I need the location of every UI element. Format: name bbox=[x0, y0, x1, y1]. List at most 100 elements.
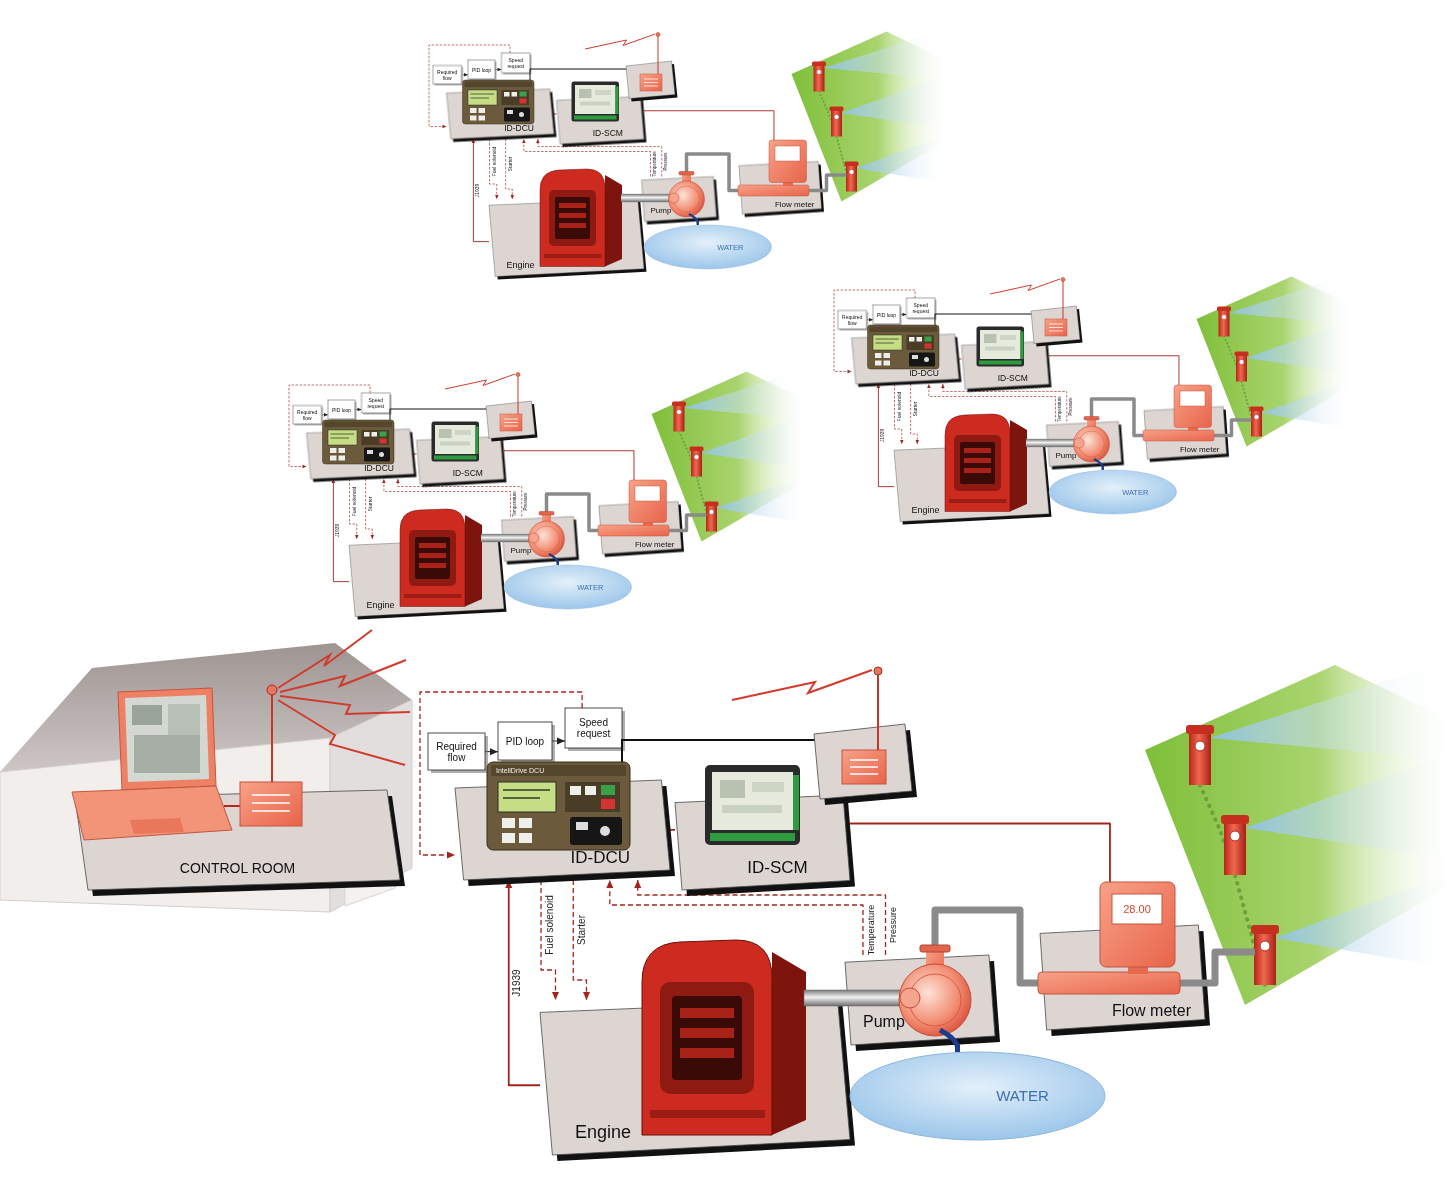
node-label: ID-DCU bbox=[364, 464, 394, 473]
connector bbox=[332, 479, 349, 582]
signal-label: Pressure bbox=[663, 152, 668, 170]
text-area: Flow meter bbox=[599, 502, 682, 555]
node-label: ID-DCU bbox=[909, 369, 939, 378]
pump-platform: Pump bbox=[845, 955, 995, 1045]
output-box: Speed request bbox=[907, 298, 936, 318]
pump-platform: Pump bbox=[642, 177, 717, 222]
box-outline bbox=[502, 53, 531, 73]
meter-platform: Flow meter bbox=[599, 502, 682, 555]
water-pool bbox=[504, 565, 632, 609]
arrow-head bbox=[447, 852, 455, 859]
meter-platform: Flow meter bbox=[1144, 407, 1227, 460]
arrow-head bbox=[900, 440, 904, 444]
signal-label: J1939 bbox=[335, 524, 340, 538]
signal-label: Pressure bbox=[523, 492, 528, 510]
text-area: PID loop bbox=[873, 305, 900, 324]
text-area: Pump bbox=[1047, 422, 1122, 467]
platform bbox=[75, 790, 400, 890]
process-box: PID loop bbox=[328, 400, 355, 419]
water-pool bbox=[1049, 470, 1177, 514]
water-pool bbox=[644, 225, 772, 269]
box-outline bbox=[565, 708, 622, 748]
node-label: Pump bbox=[511, 546, 532, 555]
connector-line bbox=[895, 384, 902, 444]
node-label: WATER bbox=[996, 1088, 1049, 1105]
node-label: ID-SCM bbox=[453, 469, 483, 478]
signal-label: Fuel solenoid bbox=[491, 147, 496, 177]
connector bbox=[554, 113, 557, 114]
platform bbox=[845, 955, 995, 1045]
node-label: Speed request bbox=[567, 717, 620, 739]
node-label: Flow meter bbox=[635, 540, 675, 549]
platform bbox=[1040, 925, 1205, 1030]
illustration bbox=[279, 364, 814, 624]
node-label: ID-DCU bbox=[504, 124, 534, 133]
text-area: Pump bbox=[502, 517, 577, 562]
arrow-head bbox=[903, 313, 907, 317]
arrow-head bbox=[941, 384, 945, 388]
text-area: ID-DCU bbox=[307, 429, 415, 479]
node-label: PID loop bbox=[506, 736, 544, 747]
meter-reading: 28.00 bbox=[1123, 904, 1151, 915]
connector bbox=[414, 453, 417, 454]
box-outline bbox=[362, 393, 391, 413]
node-label: Engine bbox=[507, 261, 535, 271]
connector bbox=[506, 139, 514, 199]
signal-label: Pressure bbox=[1068, 397, 1073, 415]
arrow-head bbox=[522, 139, 526, 143]
text-area: Flow meter bbox=[739, 162, 822, 215]
arrow-head bbox=[552, 992, 559, 1000]
arrow-head bbox=[927, 384, 931, 388]
node-label: Engine bbox=[367, 601, 395, 611]
text-area: ID-SCM bbox=[557, 97, 645, 145]
engine-platform: Engine bbox=[349, 539, 504, 617]
text-area: PID loop bbox=[498, 722, 552, 760]
controller-platform: ID-DCU bbox=[852, 334, 960, 384]
platform bbox=[1047, 422, 1122, 467]
arrow-head bbox=[606, 880, 613, 888]
platform bbox=[852, 334, 960, 384]
connector-line bbox=[333, 479, 349, 582]
text-area: Speed request bbox=[565, 708, 622, 748]
connector-line bbox=[573, 880, 586, 1000]
arrow-head bbox=[396, 479, 400, 483]
text-area: WATER bbox=[644, 225, 772, 269]
engine-platform: Engine bbox=[489, 199, 644, 277]
arrow-head bbox=[495, 195, 499, 199]
input-box: Required flow bbox=[428, 733, 485, 770]
controller-platform: ID-DCU bbox=[307, 429, 415, 479]
box-outline bbox=[293, 406, 322, 425]
node-label: Required flow bbox=[294, 409, 321, 420]
signal-label: Pressure bbox=[889, 907, 898, 943]
input-box: Required flow bbox=[293, 406, 322, 425]
text-area: Engine bbox=[540, 1000, 850, 1155]
output-box: Speed request bbox=[502, 53, 531, 73]
text-area: Engine bbox=[349, 539, 504, 617]
text-area: Speed request bbox=[362, 393, 391, 413]
text-area: ID-SCM bbox=[675, 795, 850, 890]
arrow-head bbox=[382, 479, 386, 483]
arrow-head bbox=[358, 408, 362, 412]
process-box: PID loop bbox=[498, 722, 552, 760]
text-area: ID-SCM bbox=[417, 437, 505, 485]
signal-label: J1939 bbox=[880, 429, 885, 443]
connector-line bbox=[670, 829, 675, 831]
meter-platform: Flow meter bbox=[1040, 925, 1205, 1030]
node-label: ID-SCM bbox=[998, 374, 1028, 383]
signal-label: Temperature bbox=[1057, 396, 1062, 421]
platform bbox=[502, 517, 577, 562]
text-area: WATER bbox=[1049, 470, 1177, 514]
connector bbox=[490, 139, 499, 199]
node-label: Pump bbox=[863, 1013, 905, 1031]
module-platform: ID-SCM bbox=[557, 97, 645, 145]
signal-label: Starter bbox=[507, 156, 512, 171]
text-area: Pump bbox=[642, 177, 717, 222]
connector-line bbox=[473, 139, 489, 242]
platform bbox=[489, 199, 644, 277]
text-area: Flow meter bbox=[1144, 407, 1227, 460]
connector-line bbox=[509, 880, 540, 1085]
connector-line bbox=[366, 479, 373, 539]
platform bbox=[455, 780, 670, 880]
node-label: Speed request bbox=[363, 398, 390, 409]
text-area: Speed request bbox=[502, 53, 531, 73]
